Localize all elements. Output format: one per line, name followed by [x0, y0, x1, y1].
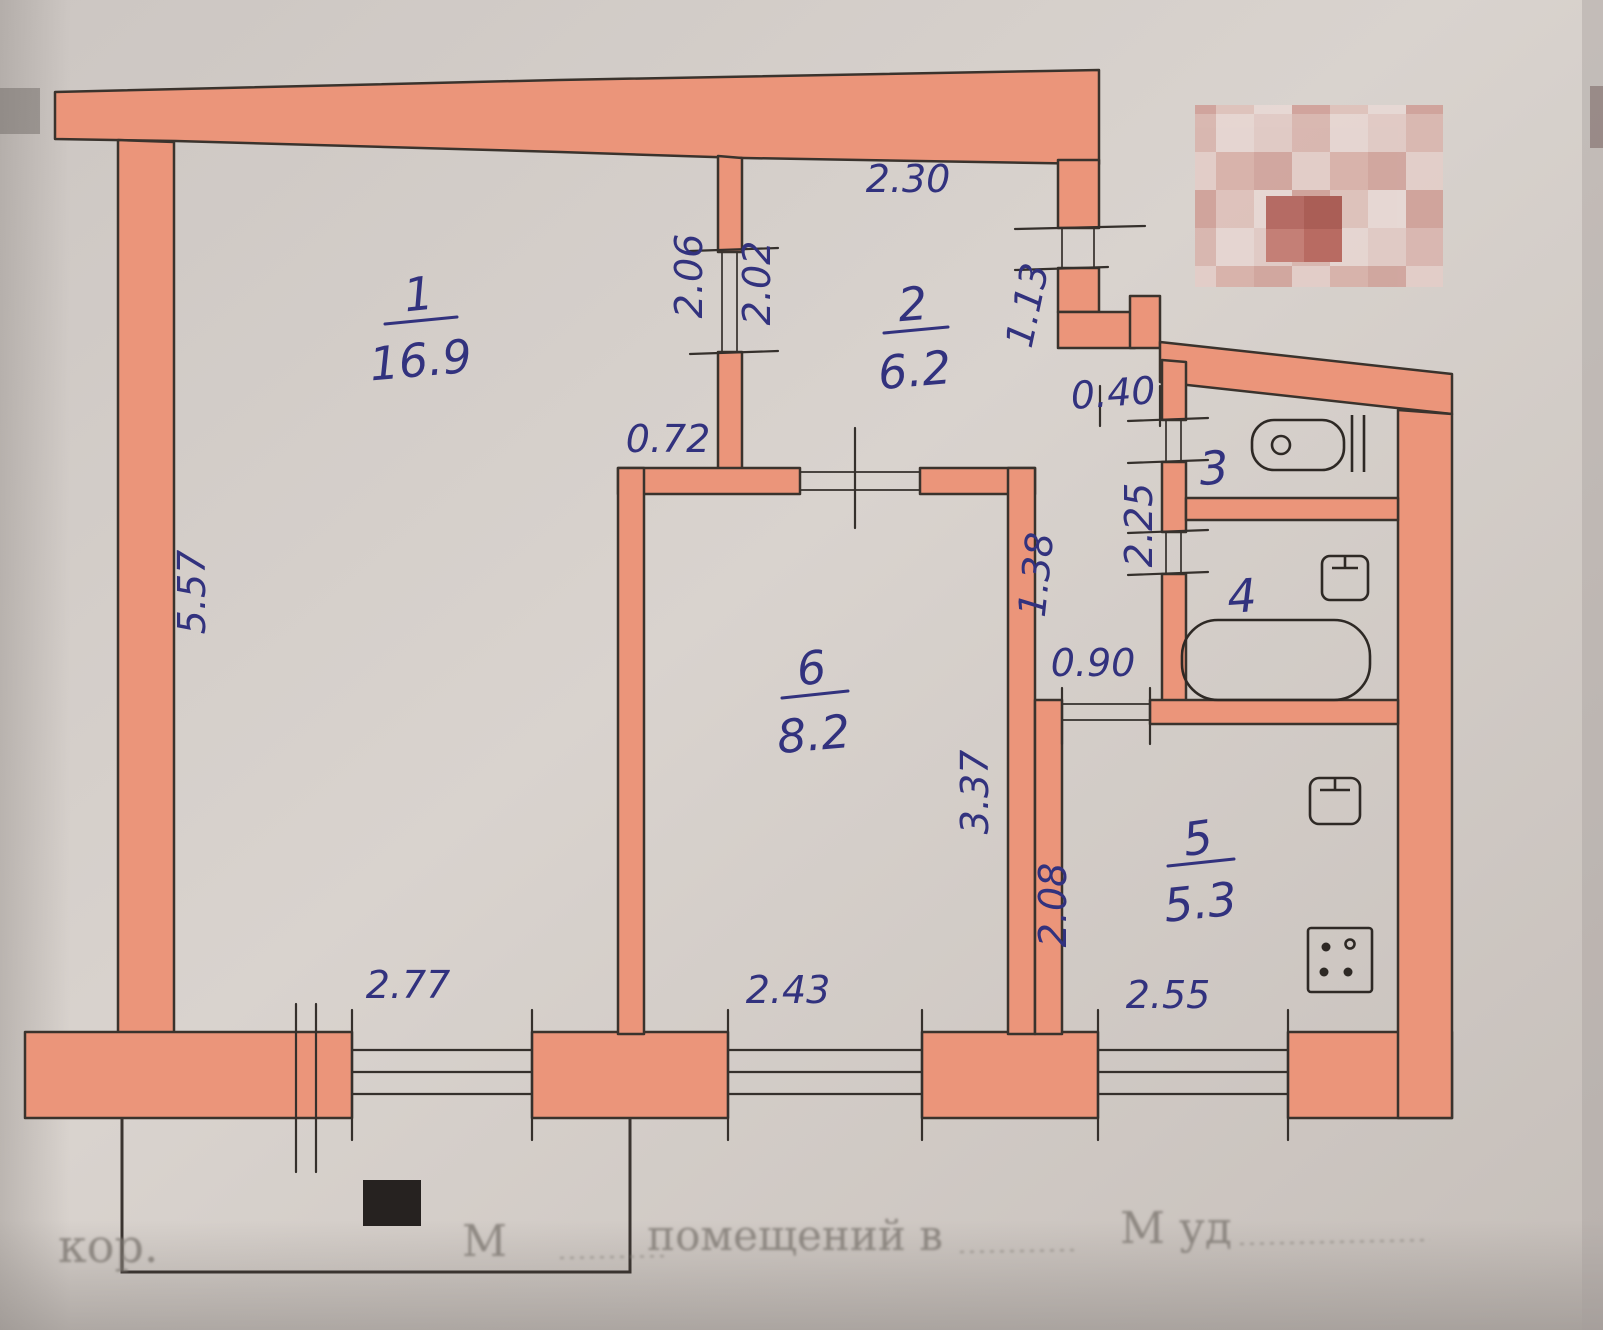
- outer-wall-bottom-seg3: [920, 1030, 1100, 1120]
- walls: [23, 68, 1454, 1120]
- dim-wall-left: 5.57: [170, 550, 214, 635]
- bleed-left: кор.: [58, 1219, 159, 1273]
- wall-room1-hall-upper: [716, 154, 744, 254]
- room-3-number: 3: [1197, 440, 1230, 496]
- window-room1: [350, 1048, 534, 1096]
- bleedthrough-text: кор. М помещений в М уд: [58, 1203, 1431, 1273]
- dim-room2-top: 2.30: [866, 157, 951, 201]
- room-2-number: 2: [896, 276, 930, 332]
- room-2-label: 2 6.2: [876, 276, 954, 400]
- dim-stub: 0.72: [626, 417, 711, 461]
- sanblock-wall-left-seg2: [1160, 460, 1188, 534]
- bleed-m1: М: [462, 1216, 507, 1267]
- entry-wall-horizontal: [1056, 310, 1137, 350]
- room-1-number: 1: [401, 266, 436, 323]
- dim-room6-side: 3.37: [953, 750, 997, 835]
- dimension-labels: 5.57 2.30 2.06 2.02 1.13 0.40 2.25 0.72 …: [170, 157, 1210, 1017]
- wall-room4-room5-divider: [1148, 698, 1400, 726]
- room-1-label: 1 16.9: [367, 266, 474, 392]
- window-room6: [726, 1048, 924, 1096]
- outer-wall-top: [53, 68, 1101, 166]
- dim-hall-door-left: 2.06: [667, 234, 711, 319]
- dim-window2: 2.43: [746, 968, 831, 1012]
- outer-wall-right: [1396, 408, 1454, 1120]
- room-6-label: 6 8.2: [775, 640, 853, 764]
- dim-nook: 0.40: [1069, 368, 1156, 418]
- window-room5: [1096, 1048, 1290, 1096]
- room-5-area: 5.3: [1161, 871, 1239, 932]
- room-4-number: 4: [1225, 568, 1258, 624]
- outer-wall-left: [116, 138, 176, 1036]
- scan-artifact-topleft: [0, 88, 40, 134]
- room6-wall-top-left: [616, 466, 802, 496]
- room2-wall-right-upper: [1056, 158, 1101, 230]
- water-heater-icon: [1320, 554, 1370, 602]
- door-openings: [721, 228, 1182, 721]
- dim-hall-width: 1.38: [1010, 530, 1063, 619]
- room-6-number: 6: [794, 640, 829, 697]
- dim-hall-door-right: 2.02: [735, 241, 779, 326]
- redaction-mosaic: [1195, 105, 1443, 287]
- toilet-icon: [1308, 776, 1362, 826]
- outer-wall-bottom-seg2: [530, 1030, 730, 1120]
- bathtub-icon: [1180, 618, 1372, 702]
- kitchen-wall-left: [1033, 698, 1064, 1036]
- sanblock-wall-left-seg1: [1160, 358, 1188, 422]
- bleed-center: помещений в: [647, 1211, 943, 1260]
- dim-kitchen-side: 2.08: [1031, 863, 1075, 948]
- room-6-area: 8.2: [775, 704, 853, 764]
- wall-room3-room4-divider: [1184, 496, 1400, 522]
- dimension-ticks: [294, 224, 1290, 1174]
- fixtures: [1180, 415, 1374, 994]
- bottom-edge-shadow: [0, 1220, 1603, 1330]
- dark-mark: [363, 1180, 421, 1226]
- room6-wall-left: [616, 466, 646, 1036]
- dim-window3: 2.55: [1126, 973, 1211, 1017]
- sink-with-tap-icon: [1250, 415, 1366, 472]
- stove-4-burner-icon: [1306, 926, 1374, 994]
- room-1-area: 16.9: [367, 329, 474, 392]
- dim-san-wall: 2.25: [1117, 483, 1161, 568]
- left-edge-shadow: [0, 0, 70, 1330]
- room-5-label: 5 5.3: [1161, 809, 1239, 932]
- balcony-outline: [120, 1118, 632, 1274]
- room-labels: 1 16.9 2 6.2 3 4 5 5.3 6 8.2: [367, 266, 1258, 933]
- scan-artifact-topright: [1590, 86, 1603, 148]
- room-2-area: 6.2: [876, 340, 954, 400]
- entry-wall-notch: [1128, 294, 1162, 350]
- outer-wall-bottom-seg1: [23, 1030, 354, 1120]
- dim-pass-opening: 0.90: [1051, 641, 1136, 685]
- right-edge-shadow: [1582, 0, 1603, 1330]
- room2-wall-right-lower: [1056, 266, 1101, 314]
- dim-window1: 2.77: [366, 963, 451, 1007]
- windows: [350, 1048, 1290, 1096]
- bleed-m2: М уд: [1120, 1203, 1232, 1254]
